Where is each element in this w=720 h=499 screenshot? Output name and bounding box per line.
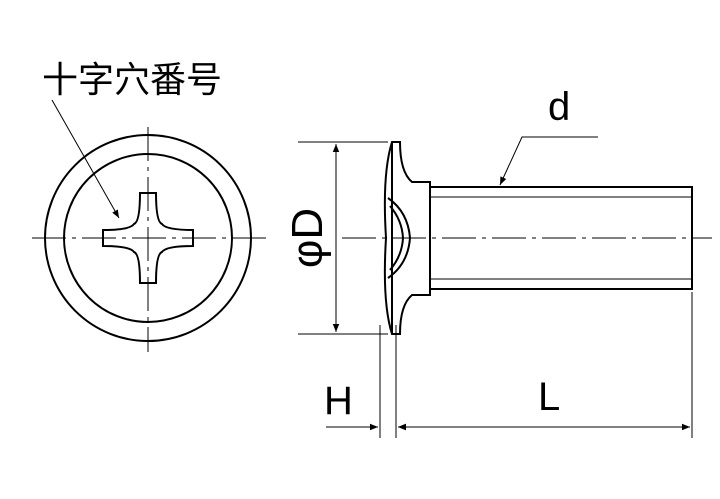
length-label: L (538, 375, 560, 419)
recess-leader-line (51, 99, 120, 219)
head-diameter-label: φD (283, 208, 332, 268)
thread-diameter-label: d (548, 85, 570, 129)
cross-recess-number-label: 十字穴番号 (42, 60, 222, 101)
head-height-label: H (324, 379, 353, 423)
cross-recess-shape (102, 192, 194, 284)
top-view-centerlines (32, 127, 266, 352)
head-diameter-dimension (298, 141, 388, 335)
head-height-dimension (326, 325, 420, 438)
length-dimension (398, 292, 693, 438)
thread-diameter-leader (499, 136, 598, 186)
